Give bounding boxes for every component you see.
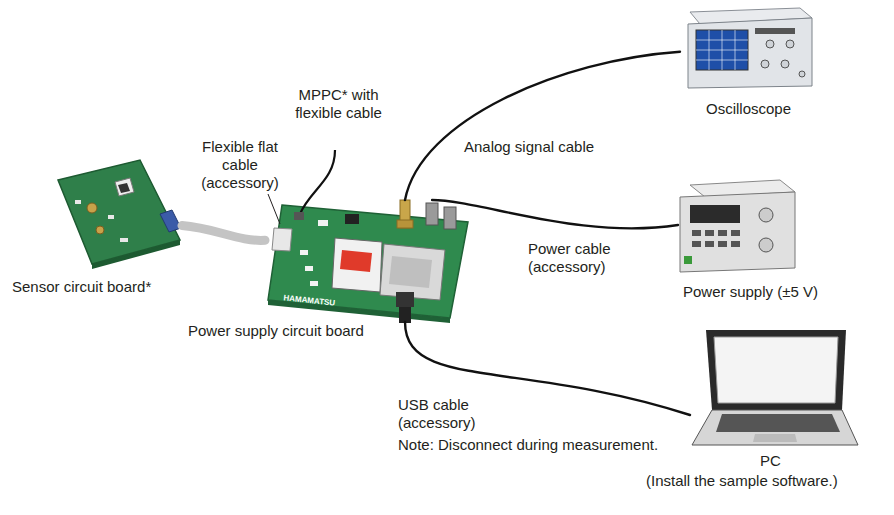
illustration-part (396, 292, 414, 307)
illustration-part (58, 160, 180, 264)
illustration-part (696, 30, 748, 70)
node-caption: PC (760, 452, 781, 470)
illustration-part (759, 208, 773, 222)
illustration-part (340, 250, 372, 272)
cable-label: USB cable (accessory) (396, 396, 490, 432)
flat-cable-leader (268, 194, 280, 224)
illustration-part (753, 434, 797, 442)
illustration-part (684, 256, 692, 264)
illustration-part (761, 60, 769, 68)
cable (405, 52, 680, 200)
oscilloscope: Oscilloscope (680, 5, 812, 90)
node-caption: Sensor circuit board* (12, 278, 151, 296)
illustration-part (120, 238, 128, 242)
illustration-part (160, 210, 181, 232)
power-board-illustration (268, 200, 468, 323)
illustration-part (692, 410, 858, 445)
illustration-part (389, 256, 432, 288)
sensor-board-illustration (58, 160, 181, 269)
illustration-part (305, 266, 313, 271)
sensor-board: Sensor circuit board* (50, 155, 182, 267)
illustration-part (300, 250, 308, 255)
cable (182, 226, 265, 241)
illustration-part (786, 40, 794, 48)
cable-label: Flexible flat cable (accessory) (192, 138, 288, 192)
illustration-part (96, 226, 104, 234)
illustration-part (310, 281, 318, 286)
illustration-part (294, 212, 304, 220)
illustration-part (692, 230, 701, 236)
power-supply-illustration (680, 180, 795, 272)
illustration-part (690, 205, 740, 223)
cable-label: Power cable (accessory) (526, 240, 625, 276)
illustration-part (714, 337, 838, 403)
illustration-part (87, 203, 97, 213)
illustration-part (705, 241, 714, 247)
illustration-part (318, 220, 328, 226)
illustration-part (345, 214, 359, 224)
illustration-part (688, 18, 812, 88)
illustration-part (731, 230, 740, 236)
illustration-part (692, 241, 701, 247)
laptop-pc: PC(Install the sample software.) (690, 328, 858, 448)
cable-label: Analog signal cable (462, 138, 596, 156)
mppc-cable (294, 150, 335, 220)
illustration-part (759, 238, 773, 252)
illustration-part (766, 40, 774, 48)
illustration-part (75, 200, 81, 204)
illustration-part (680, 192, 795, 272)
usb-note: Note: Disconnect during measurement. (396, 436, 660, 454)
illustration-part (397, 220, 413, 228)
cable (432, 200, 678, 228)
illustration-part (268, 194, 280, 224)
illustration-part (696, 30, 748, 70)
illustration-part (755, 28, 795, 34)
illustration-part (108, 215, 114, 219)
illustration-part (706, 330, 846, 410)
illustration-part (115, 178, 134, 196)
node-caption: Power supply circuit board (188, 322, 364, 340)
illustration-part (705, 230, 714, 236)
laptop-illustration (692, 330, 858, 445)
node-caption: Oscilloscope (706, 100, 791, 118)
illustration-part (444, 207, 456, 229)
illustration-part (718, 241, 727, 247)
illustration-part (399, 305, 411, 323)
illustration-part (426, 203, 438, 225)
node-caption: (Install the sample software.) (646, 472, 838, 490)
illustration-part (799, 71, 805, 77)
mppc-label: MPPC* with flexible cable (284, 86, 393, 122)
illustration-part (380, 244, 445, 300)
power-supply: Power supply (±5 V) (678, 178, 796, 272)
illustration-part (716, 414, 840, 432)
illustration-part (300, 150, 335, 214)
oscilloscope-illustration (688, 8, 812, 88)
illustration-part (781, 60, 789, 68)
illustration-part (718, 230, 727, 236)
illustration-part (272, 228, 292, 251)
illustration-part (118, 183, 130, 193)
illustration-part (731, 241, 740, 247)
node-caption: Power supply (±5 V) (683, 283, 818, 301)
illustration-part (332, 238, 382, 292)
